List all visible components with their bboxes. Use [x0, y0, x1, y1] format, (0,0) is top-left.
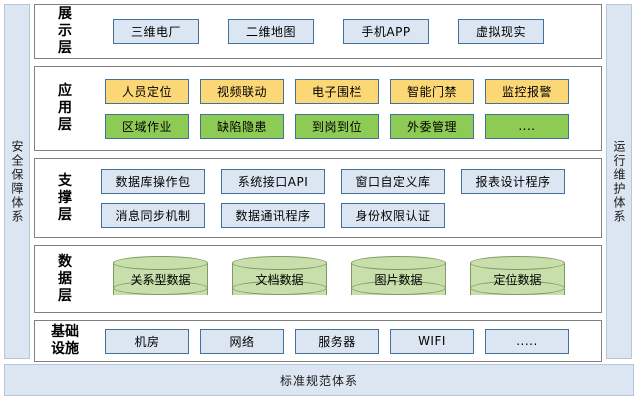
- node-presentation-0[interactable]: 三维电厂: [113, 19, 199, 44]
- node-application-5[interactable]: 区域作业: [105, 113, 189, 139]
- support-row-1: 数据库操作包 系统接口API 窗口自定义库 报表设计程序: [95, 168, 593, 194]
- node-support-0[interactable]: 数据库操作包: [101, 168, 205, 194]
- node-support-4[interactable]: 消息同步机制: [101, 202, 205, 228]
- node-presentation-1[interactable]: 二维地图: [228, 19, 314, 44]
- cylinder-top-ellipse: [351, 256, 446, 270]
- layer-presentation-body: 三维电厂 二维地图 手机APP 虚拟现实: [95, 19, 601, 44]
- node-support-2[interactable]: 窗口自定义库: [341, 168, 445, 194]
- cylinder-document-data[interactable]: 文档数据: [232, 256, 327, 302]
- cylinder-label-1: 文档数据: [255, 272, 304, 287]
- cylinder-bottom-ellipse: [232, 281, 327, 295]
- layer-presentation-label-char-1: 示: [58, 23, 72, 39]
- right-rail-label: 运行维护体系: [612, 139, 626, 224]
- layer-application: 应 用 层 人员定位 视频联动 电子围栏 智能门禁 监控报警 区域作业 缺陷隐患…: [34, 66, 602, 151]
- layer-presentation-label-char-2: 层: [58, 40, 72, 56]
- node-application-7[interactable]: 到岗到位: [295, 113, 379, 139]
- layer-support-label-char-1: 撑: [58, 189, 72, 206]
- layer-infrastructure-label-line-1: 设施: [51, 341, 79, 357]
- cylinder-top-ellipse: [470, 256, 565, 270]
- cylinder-top-ellipse: [232, 256, 327, 270]
- layer-application-label: 应 用 层: [35, 83, 95, 134]
- layer-data-label-char-2: 层: [58, 287, 72, 304]
- node-application-9[interactable]: ....: [485, 113, 569, 139]
- layer-presentation-label: 展 示 层: [35, 6, 95, 57]
- layer-support: 支 撑 层 数据库操作包 系统接口API 窗口自定义库 报表设计程序 消息同步机…: [34, 158, 602, 238]
- bottom-band-standards-system: 标准规范体系: [4, 364, 634, 396]
- cylinder-bottom-ellipse: [351, 281, 446, 295]
- layer-infrastructure-label: 基础 设施: [35, 324, 95, 358]
- node-application-4[interactable]: 监控报警: [485, 78, 569, 104]
- layer-infrastructure-label-line-0: 基础: [51, 324, 79, 340]
- node-application-3[interactable]: 智能门禁: [390, 78, 474, 104]
- node-support-6[interactable]: 身份权限认证: [341, 202, 445, 228]
- cylinder-image-data[interactable]: 图片数据: [351, 256, 446, 302]
- cylinder-bottom-ellipse: [113, 281, 208, 295]
- node-application-2[interactable]: 电子围栏: [295, 78, 379, 104]
- node-application-1[interactable]: 视频联动: [200, 78, 284, 104]
- cylinder-label-3: 定位数据: [493, 272, 542, 287]
- node-infrastructure-0[interactable]: 机房: [105, 328, 189, 354]
- left-rail-security-system: 安全保障体系: [4, 4, 30, 359]
- layer-data-body: 关系型数据 文档数据 图片数据: [95, 256, 601, 302]
- layer-presentation-label-char-0: 展: [58, 6, 72, 22]
- cylinder-relational-data[interactable]: 关系型数据: [113, 256, 208, 302]
- node-presentation-2[interactable]: 手机APP: [343, 19, 429, 44]
- cylinder-label-2: 图片数据: [374, 272, 423, 287]
- layer-application-label-char-2: 层: [58, 117, 72, 133]
- layer-data-label: 数 据 层: [35, 254, 95, 305]
- layer-data: 数 据 层 关系型数据 文档数据: [34, 245, 602, 313]
- layer-data-label-char-1: 据: [58, 270, 72, 287]
- left-rail-label: 安全保障体系: [10, 139, 24, 224]
- node-infrastructure-1[interactable]: 网络: [200, 328, 284, 354]
- cylinder-location-data[interactable]: 定位数据: [470, 256, 565, 302]
- application-row-2: 区域作业 缺陷隐患 到岗到位 外委管理 ....: [95, 113, 593, 139]
- layer-infrastructure-body: 机房 网络 服务器 WIFI .....: [95, 328, 601, 354]
- right-rail-ops-maintenance-system: 运行维护体系: [606, 4, 632, 359]
- layer-presentation: 展 示 层 三维电厂 二维地图 手机APP 虚拟现实: [34, 4, 602, 59]
- node-presentation-3[interactable]: 虚拟现实: [458, 19, 544, 44]
- bottom-band-label: 标准规范体系: [279, 373, 358, 388]
- node-infrastructure-4[interactable]: .....: [485, 328, 569, 354]
- node-application-6[interactable]: 缺陷隐患: [200, 113, 284, 139]
- data-row-1: 关系型数据 文档数据 图片数据: [95, 256, 593, 302]
- node-infrastructure-2[interactable]: 服务器: [295, 328, 379, 354]
- cylinder-bottom-ellipse: [470, 281, 565, 295]
- presentation-row-1: 三维电厂 二维地图 手机APP 虚拟现实: [95, 19, 593, 44]
- layer-support-label: 支 撑 层: [35, 173, 95, 224]
- cylinder-top-ellipse: [113, 256, 208, 270]
- infrastructure-row-1: 机房 网络 服务器 WIFI .....: [95, 328, 593, 354]
- node-support-3[interactable]: 报表设计程序: [461, 168, 565, 194]
- node-support-1[interactable]: 系统接口API: [221, 168, 325, 194]
- layer-support-label-char-2: 层: [58, 206, 72, 223]
- layer-application-label-char-0: 应: [58, 83, 72, 99]
- layer-application-label-char-1: 用: [58, 100, 72, 116]
- node-application-8[interactable]: 外委管理: [390, 113, 474, 139]
- cylinder-label-0: 关系型数据: [130, 272, 191, 287]
- node-application-0[interactable]: 人员定位: [105, 78, 189, 104]
- application-row-1: 人员定位 视频联动 电子围栏 智能门禁 监控报警: [95, 78, 593, 104]
- node-support-5[interactable]: 数据通讯程序: [221, 202, 325, 228]
- layer-data-label-char-0: 数: [58, 253, 72, 270]
- layer-support-label-char-0: 支: [58, 172, 72, 189]
- layer-application-body: 人员定位 视频联动 电子围栏 智能门禁 监控报警 区域作业 缺陷隐患 到岗到位 …: [95, 78, 601, 139]
- support-row-2: 消息同步机制 数据通讯程序 身份权限认证: [95, 202, 593, 228]
- node-infrastructure-3[interactable]: WIFI: [390, 328, 474, 354]
- layer-infrastructure: 基础 设施 机房 网络 服务器 WIFI .....: [34, 320, 602, 362]
- layer-support-body: 数据库操作包 系统接口API 窗口自定义库 报表设计程序 消息同步机制 数据通讯…: [95, 168, 601, 228]
